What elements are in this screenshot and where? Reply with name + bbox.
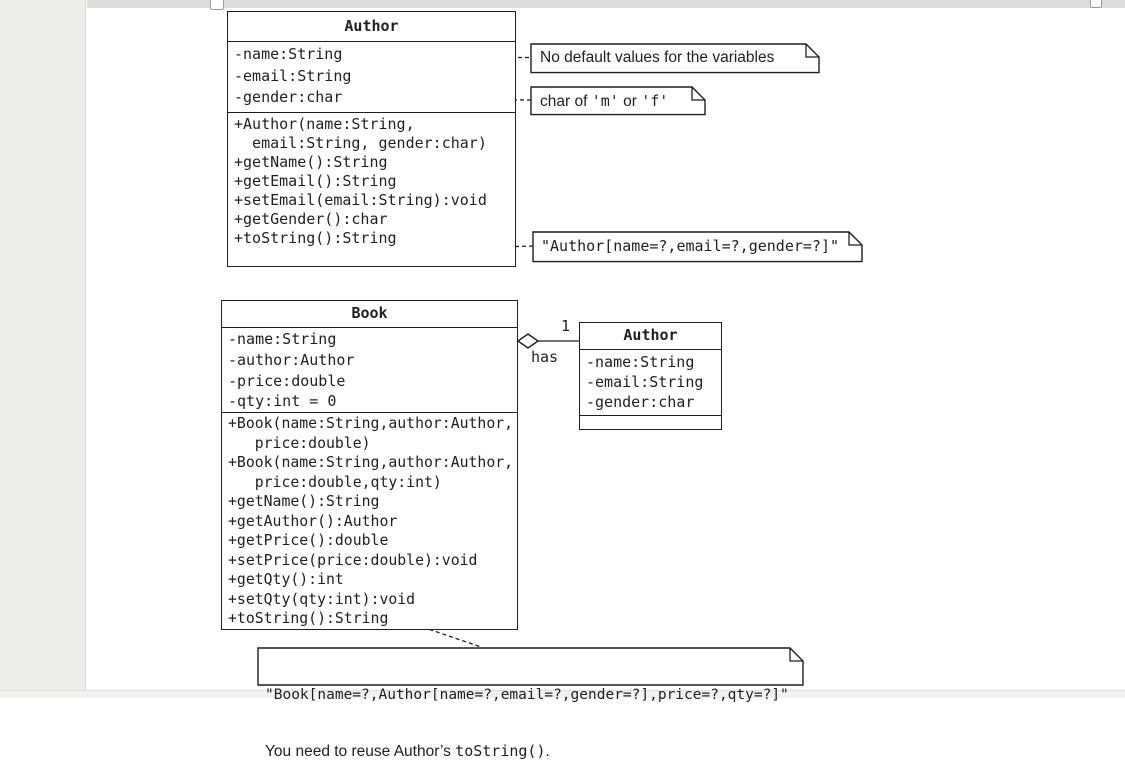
note-text-segment: . — [545, 742, 550, 760]
uml-class-book: Book -name:String -author:Author -price:do… — [221, 300, 518, 630]
uml-class-author: Author -name:String -email:String -gender:… — [227, 11, 516, 267]
class-attributes: -name:String -email:String -gender:char — [228, 42, 515, 113]
method-line: +Book(name:String,author:Author, — [228, 415, 514, 432]
method-line: email:String, gender:char) — [234, 134, 487, 152]
canvas-top-strip — [87, 0, 1125, 8]
uml-class-author-ref: Author -name:String -email:String -gender:… — [579, 322, 722, 430]
method-line: +Book(name:String,author:Author, — [228, 454, 514, 471]
attribute-line: -name:String — [586, 353, 695, 371]
attribute-line: -name:String — [228, 330, 337, 348]
attribute-line: -qty:int = 0 — [228, 392, 337, 411]
canvas-bottom-strip — [0, 690, 1125, 698]
multiplicity-label: 1 — [561, 317, 571, 335]
note-gender-char: char of 'm' or 'f' — [531, 87, 705, 115]
class-attributes: -name:String -email:String -gender:char — [580, 350, 721, 416]
class-methods: +Author(name:String, email:String, gende… — [228, 113, 515, 266]
note-book-tostring: "Book[name=?,Author[name=?,email=?,gende… — [258, 648, 803, 760]
note-text-segment: toString() — [455, 741, 546, 760]
method-line: price:double) — [228, 434, 371, 452]
relationship-label: has — [531, 348, 559, 366]
method-line: +getEmail():String — [234, 172, 397, 190]
class-title: Author — [228, 12, 515, 42]
attribute-line: -author:Author — [228, 350, 355, 369]
method-line: +Author(name:String, — [234, 115, 415, 133]
attribute-line: -gender:char — [234, 88, 343, 106]
class-methods-empty — [580, 416, 721, 429]
attribute-line: -email:String — [586, 373, 704, 391]
method-line: +setPrice(price:double):void — [228, 551, 478, 569]
note-line-2: You need to reuse Author’s toString(). — [265, 742, 803, 762]
attribute-line: -name:String — [234, 45, 343, 63]
method-line: +setQty(qty:int):void — [228, 590, 416, 608]
method-line: +setEmail(email:String):void — [234, 191, 487, 209]
selection-resize-handle[interactable] — [210, 0, 224, 10]
note-text-segment: 'm' — [591, 92, 619, 110]
class-title: Book — [222, 301, 517, 328]
method-line: +getPrice():double — [228, 532, 389, 549]
note-line-1: "Book[name=?,Author[name=?,email=?,gende… — [265, 687, 789, 703]
method-line: +toString():String — [234, 229, 397, 247]
method-line: +getGender():char — [234, 210, 388, 228]
note-text-segment: char of — [540, 93, 592, 110]
method-line: price:double,qty:int) — [228, 473, 442, 491]
note-text-segment: or — [618, 93, 642, 110]
attribute-line: -price:double — [228, 371, 346, 390]
selection-resize-handle[interactable] — [1090, 0, 1102, 8]
note-text-segment: 'f' — [641, 92, 669, 110]
note-no-default-values: No default values for the variables — [540, 49, 775, 66]
method-line: +getName():String — [228, 493, 380, 510]
attribute-line: -gender:char — [586, 393, 695, 411]
aggregation-diamond-icon — [516, 333, 540, 349]
attribute-line: -email:String — [234, 66, 352, 85]
class-title: Author — [580, 323, 721, 350]
class-methods: +Book(name:String,author:Author, price:d… — [222, 413, 517, 629]
method-line: +getAuthor():Author — [228, 512, 398, 530]
class-attributes: -name:String -author:Author -price:double -… — [222, 328, 517, 413]
canvas-left-margin — [0, 0, 86, 692]
note-author-tostring: "Author[name=?,email=?,gender=?]" — [541, 237, 840, 255]
method-line: +getName():String — [234, 153, 388, 171]
method-line: +toString():String — [228, 610, 389, 627]
method-line: +getQty():int — [228, 571, 344, 588]
note-text-segment: You need to reuse Author’s — [265, 742, 456, 760]
